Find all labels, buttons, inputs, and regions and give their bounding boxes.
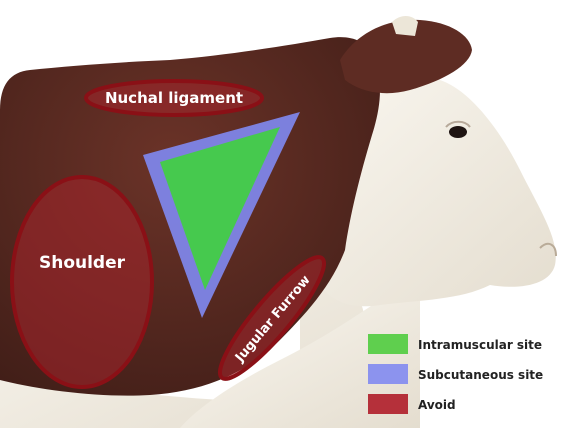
legend-swatch-subcutaneous bbox=[368, 364, 408, 384]
nuchal-ligament-label: Nuchal ligament bbox=[105, 89, 243, 107]
legend-swatch-intramuscular bbox=[368, 334, 408, 354]
legend-swatch-avoid bbox=[368, 394, 408, 414]
cow-eye bbox=[449, 126, 467, 138]
legend-label-intramuscular: Intramuscular site bbox=[418, 338, 542, 352]
shoulder-zone bbox=[12, 177, 152, 387]
legend-label-avoid: Avoid bbox=[418, 398, 456, 412]
legend-label-subcutaneous: Subcutaneous site bbox=[418, 368, 543, 382]
legend: Intramuscular site Subcutaneous site Avo… bbox=[368, 334, 543, 414]
shoulder-label: Shoulder bbox=[39, 253, 126, 273]
cow-ear-tip bbox=[392, 16, 418, 36]
